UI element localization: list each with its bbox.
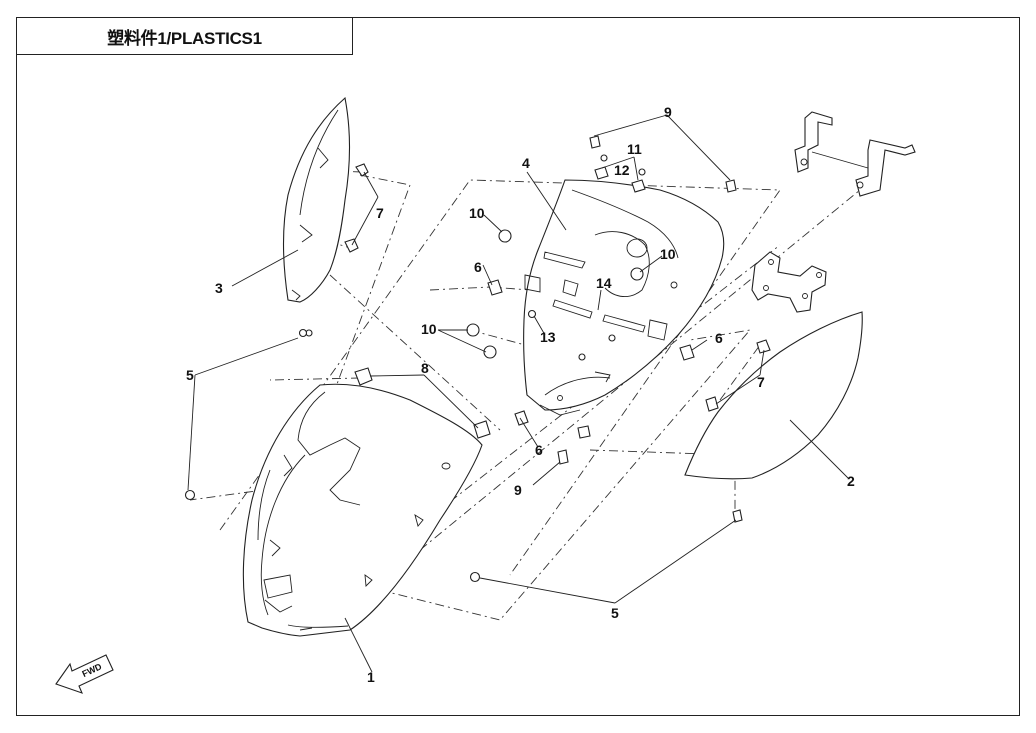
drawing-frame — [16, 17, 1020, 716]
callout-9-top: 9 — [664, 104, 672, 120]
callout-5-left: 5 — [186, 367, 194, 383]
callout-4: 4 — [522, 155, 530, 171]
callout-10-left: 10 — [421, 321, 437, 337]
forward-direction-arrow: FWD — [55, 654, 114, 694]
callout-13: 13 — [540, 329, 556, 345]
part-3-side-panel — [282, 96, 351, 337]
callout-8: 8 — [421, 360, 429, 376]
callout-11: 11 — [627, 141, 642, 157]
callout-10-right: 10 — [660, 246, 676, 262]
callout-labels: 1 2 3 4 5 5 6 6 6 7 7 8 9 9 10 10 10 11 … — [186, 104, 855, 685]
part-1-front-cowl — [242, 383, 483, 637]
hardware-fasteners — [184, 135, 771, 583]
part-2-side-panel — [684, 311, 863, 480]
callout-5-bottom: 5 — [611, 605, 619, 621]
callout-7-right: 7 — [757, 374, 765, 390]
mounting-brackets — [751, 111, 916, 313]
callout-3: 3 — [215, 280, 223, 296]
callout-1: 1 — [367, 669, 375, 685]
callout-7-left: 7 — [376, 205, 384, 221]
callout-12: 12 — [614, 162, 630, 178]
callout-6-lower: 6 — [535, 442, 543, 458]
callout-14: 14 — [596, 275, 612, 291]
page-title: 塑料件1/PLASTICS1 — [107, 28, 262, 48]
part-4-inner-panel — [523, 179, 725, 416]
leader-lines — [187, 114, 849, 673]
callout-2: 2 — [847, 473, 855, 489]
callout-10-upper: 10 — [469, 205, 485, 221]
callout-9-bottom: 9 — [514, 482, 522, 498]
callout-6-right: 6 — [715, 330, 723, 346]
title-box: 塑料件1/PLASTICS1 — [16, 17, 353, 55]
callout-6-upper: 6 — [474, 259, 482, 275]
